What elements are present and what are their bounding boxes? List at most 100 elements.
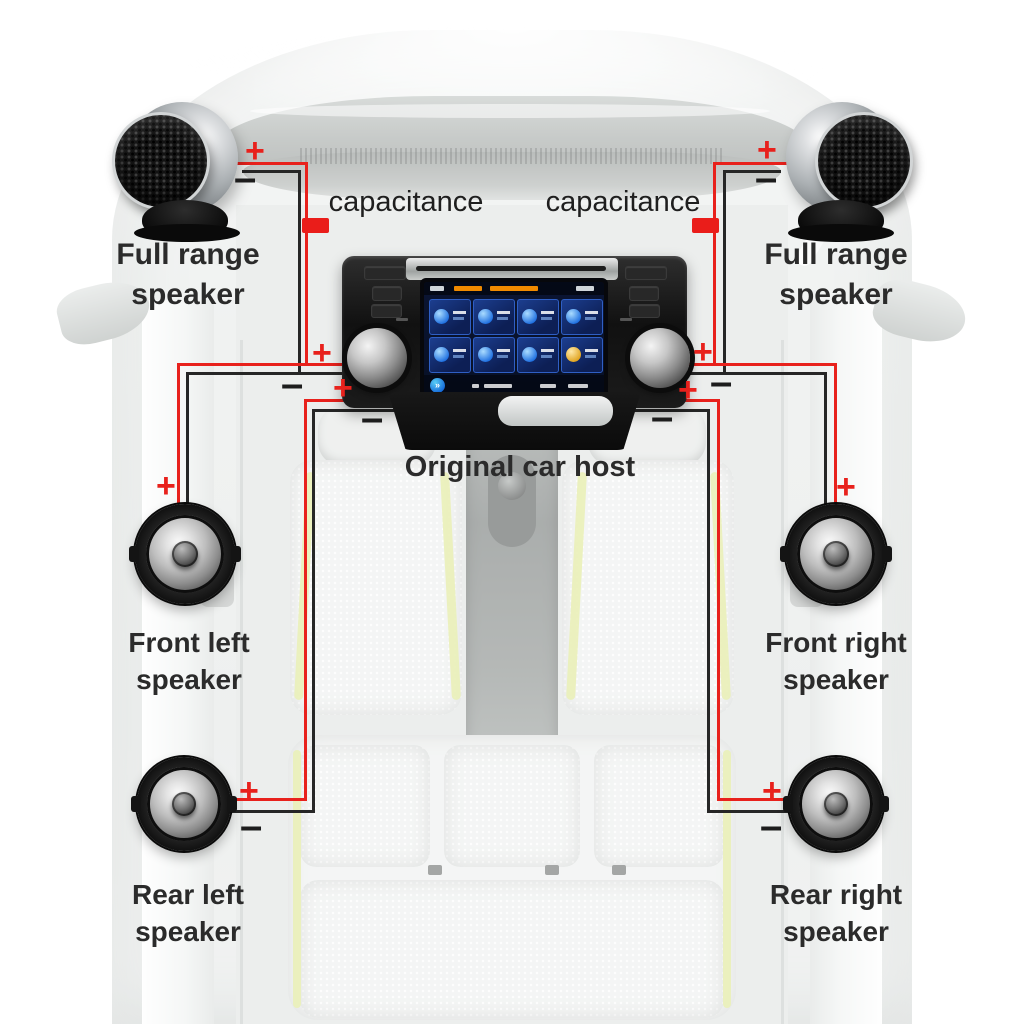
rear-left-speaker-label: Rear left speaker — [88, 876, 288, 950]
wire-tweeter-right-positive-v — [713, 162, 716, 366]
app-icon — [434, 309, 449, 324]
capacitor-left-icon — [302, 218, 329, 233]
minus-marker-head-front-right: – — [710, 360, 733, 404]
tweeter-grille — [112, 112, 210, 210]
wire-rear-left-negative-h2 — [228, 810, 315, 813]
seat-accent — [723, 750, 731, 1008]
speaker-cone — [146, 515, 224, 593]
label-line2: speaker — [779, 277, 893, 311]
speaker-cone — [147, 767, 221, 841]
wire-rear-right-positive-v — [717, 399, 720, 801]
plus-marker-front-right-speaker: + — [836, 468, 856, 506]
speaker-dome — [171, 791, 197, 817]
menu-button — [371, 304, 402, 318]
front-right-seat — [562, 460, 734, 715]
plus-marker-tweeter-left: + — [245, 132, 265, 170]
wire-rear-right-negative-h2 — [707, 810, 792, 813]
cd-slot — [416, 266, 606, 271]
plus-marker-front-left-speaker: + — [156, 467, 176, 505]
wire-front-right-negative-v — [824, 372, 827, 504]
speaker-cone — [797, 515, 875, 593]
minus-marker-rear-left-speaker: – — [240, 804, 263, 848]
door-line-left — [240, 340, 243, 1024]
rear-seat-cushion — [594, 745, 724, 867]
seatbelt-buckle — [545, 865, 559, 875]
capacitance-label-right: capacitance — [545, 186, 701, 218]
tweeter-foot — [134, 224, 240, 242]
wire-rear-left-negative-v — [312, 409, 315, 813]
app-icon — [566, 309, 581, 324]
wire-tweeter-left-negative-v — [298, 170, 301, 375]
app-tile — [429, 299, 471, 335]
speaker-cone — [799, 767, 873, 841]
plus-marker-rear-left-speaker: + — [239, 772, 259, 810]
app-icon — [522, 347, 537, 362]
label-line1: Rear right — [769, 879, 903, 910]
center-console — [466, 392, 558, 764]
tune-knob — [630, 328, 690, 388]
eject-button — [372, 286, 402, 301]
status-text — [576, 286, 594, 291]
minus-marker-rear-right-speaker: – — [760, 804, 783, 848]
label-line2: speaker — [783, 664, 889, 696]
label-line2: speaker — [136, 664, 242, 696]
wire-front-left-positive-v — [177, 363, 180, 504]
label-line2: speaker — [783, 916, 889, 948]
rear-right-speaker-icon — [783, 757, 889, 851]
screen-bezel: » — [420, 278, 608, 400]
app-icon — [566, 347, 581, 362]
panel-marking — [396, 318, 408, 321]
label-line1: Full range — [116, 238, 260, 271]
plus-marker-head-front-right: + — [693, 333, 713, 371]
bottom-bar-text — [568, 384, 588, 388]
rear-seat-cushion — [300, 745, 430, 867]
front-left-seat — [290, 460, 462, 715]
seat-accent — [293, 750, 301, 1008]
screen-status-bar — [424, 282, 604, 295]
front-left-speaker-icon — [129, 504, 241, 604]
band-button — [629, 304, 660, 318]
plus-marker-head-front-left: + — [312, 334, 332, 372]
wire-tweeter-left-negative-h — [242, 170, 301, 173]
rear-seat-base — [300, 880, 724, 1018]
minus-marker-head-rear-left: – — [361, 396, 384, 440]
app-icon — [434, 347, 449, 362]
rear-right-speaker-label: Rear right speaker — [736, 876, 936, 950]
wire-front-left-negative-v — [186, 372, 189, 504]
speaker-tab — [231, 546, 241, 562]
tweeter-grille — [815, 112, 913, 210]
label-line2: speaker — [135, 916, 241, 948]
seatbelt-buckle — [612, 865, 626, 875]
label-line1: Front right — [765, 627, 907, 658]
label-line2: speaker — [131, 277, 245, 311]
app-tile — [561, 299, 603, 335]
head-unit-label: Original car host — [404, 451, 636, 483]
seatbelt-buckle — [428, 865, 442, 875]
plus-marker-head-rear-right: + — [678, 371, 698, 409]
speaker-tab — [879, 796, 889, 812]
speaker-tab — [129, 546, 139, 562]
rear-left-speaker-icon — [131, 757, 237, 851]
tweeter-right-icon — [778, 96, 913, 246]
app-tile — [429, 337, 471, 373]
panel-marking — [620, 318, 632, 321]
head-unit-icon: » — [342, 250, 690, 450]
screen-bottom-bar: » — [424, 375, 604, 396]
tweeter-foot — [788, 224, 894, 242]
label-line1: Rear left — [131, 879, 245, 910]
capacitance-label-left: capacitance — [328, 186, 484, 218]
door-line-right — [781, 340, 784, 1024]
seek-button — [364, 266, 406, 280]
windshield-reflection — [250, 104, 770, 118]
app-tile — [517, 299, 559, 335]
app-tile — [473, 299, 515, 335]
plus-marker-tweeter-right: + — [757, 131, 777, 169]
gear-shifter — [488, 455, 536, 547]
status-text — [430, 286, 444, 291]
label-line1: Full range — [764, 238, 908, 271]
capacitor-right-icon — [692, 218, 719, 233]
tweeter-left-label: Full range speaker — [68, 235, 308, 315]
speaker-tab — [780, 546, 790, 562]
cd-slot-strip — [406, 258, 618, 280]
